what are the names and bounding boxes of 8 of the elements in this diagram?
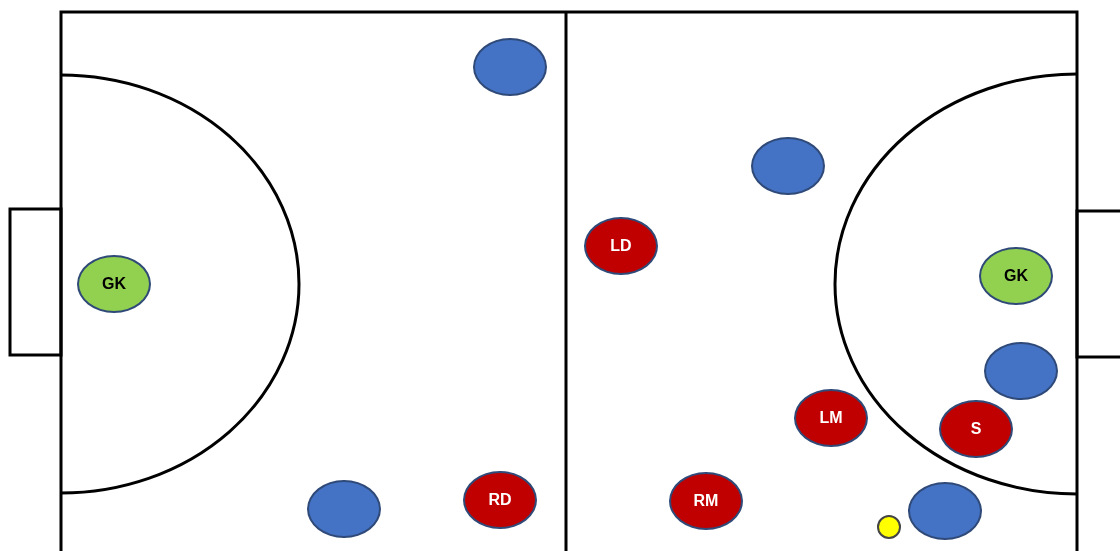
player-marker: RM bbox=[669, 472, 743, 530]
player-marker: LD bbox=[584, 217, 658, 275]
player-marker: S bbox=[939, 400, 1013, 458]
ball bbox=[877, 515, 901, 539]
player-marker: GK bbox=[77, 255, 151, 313]
player-marker: LM bbox=[794, 389, 868, 447]
player-marker: GK bbox=[979, 247, 1053, 305]
player-marker: RD bbox=[463, 471, 537, 529]
